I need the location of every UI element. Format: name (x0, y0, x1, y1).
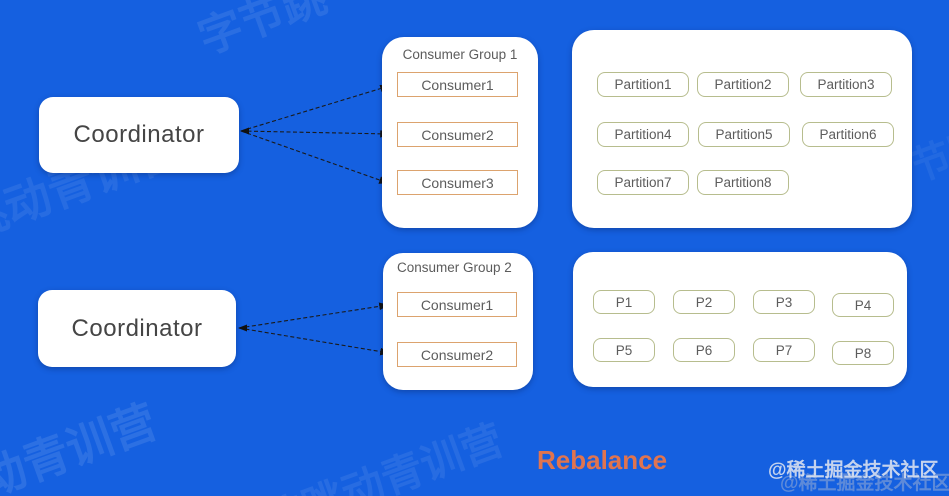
partition-box: Partition8 (697, 170, 789, 195)
consumer-group-1-box: Consumer Group 1 Consumer1 Consumer2 Con… (382, 37, 538, 228)
consumer-group-2-box: Consumer Group 2 Consumer1 Consumer2 (383, 253, 533, 390)
arrow-top-consumer2 (240, 129, 391, 138)
arrowhead-top-origin (240, 127, 249, 135)
partitions-box-bottom: P1 P2 P3 P4 P5 P6 P7 P8 (573, 252, 907, 387)
partition-box: Partition7 (597, 170, 689, 195)
coordinator-box-top: Coordinator (39, 97, 239, 173)
partition-box: P2 (673, 290, 735, 314)
rebalance-caption: Rebalance (537, 445, 668, 475)
partition-box: P7 (753, 338, 815, 362)
partition-box: Partition2 (697, 72, 789, 97)
partition-box: Partition4 (597, 122, 689, 147)
partition-box: P3 (753, 290, 815, 314)
partition-box: Partition5 (698, 122, 790, 147)
partition-box: P4 (832, 293, 894, 317)
consumer-group-2-title: Consumer Group 2 (397, 260, 512, 275)
partition-box: Partition3 (800, 72, 892, 97)
consumer-box: Consumer2 (397, 342, 517, 367)
arrow-bottom-consumer2 (238, 327, 391, 356)
partition-box: P8 (832, 341, 894, 365)
consumer-group-1-title: Consumer Group 1 (402, 47, 518, 62)
consumer-box: Consumer1 (397, 292, 517, 317)
arrow-top-consumer3 (240, 130, 390, 184)
partition-box: P1 (593, 290, 655, 314)
arrow-bottom-consumer1 (238, 302, 390, 329)
consumer-box: Consumer3 (397, 170, 518, 195)
partitions-box-top: Partition1 Partition2 Partition3 Partiti… (572, 30, 912, 228)
partition-box: P5 (593, 338, 655, 362)
partition-box: Partition1 (597, 72, 689, 97)
arrow-top-consumer1 (240, 84, 391, 132)
consumer-box: Consumer2 (397, 122, 518, 147)
coordinator-box-bottom: Coordinator (38, 290, 236, 367)
arrowhead-bottom-origin (238, 324, 247, 332)
partition-box: Partition6 (802, 122, 894, 147)
consumer-box: Consumer1 (397, 72, 518, 97)
partition-box: P6 (673, 338, 735, 362)
